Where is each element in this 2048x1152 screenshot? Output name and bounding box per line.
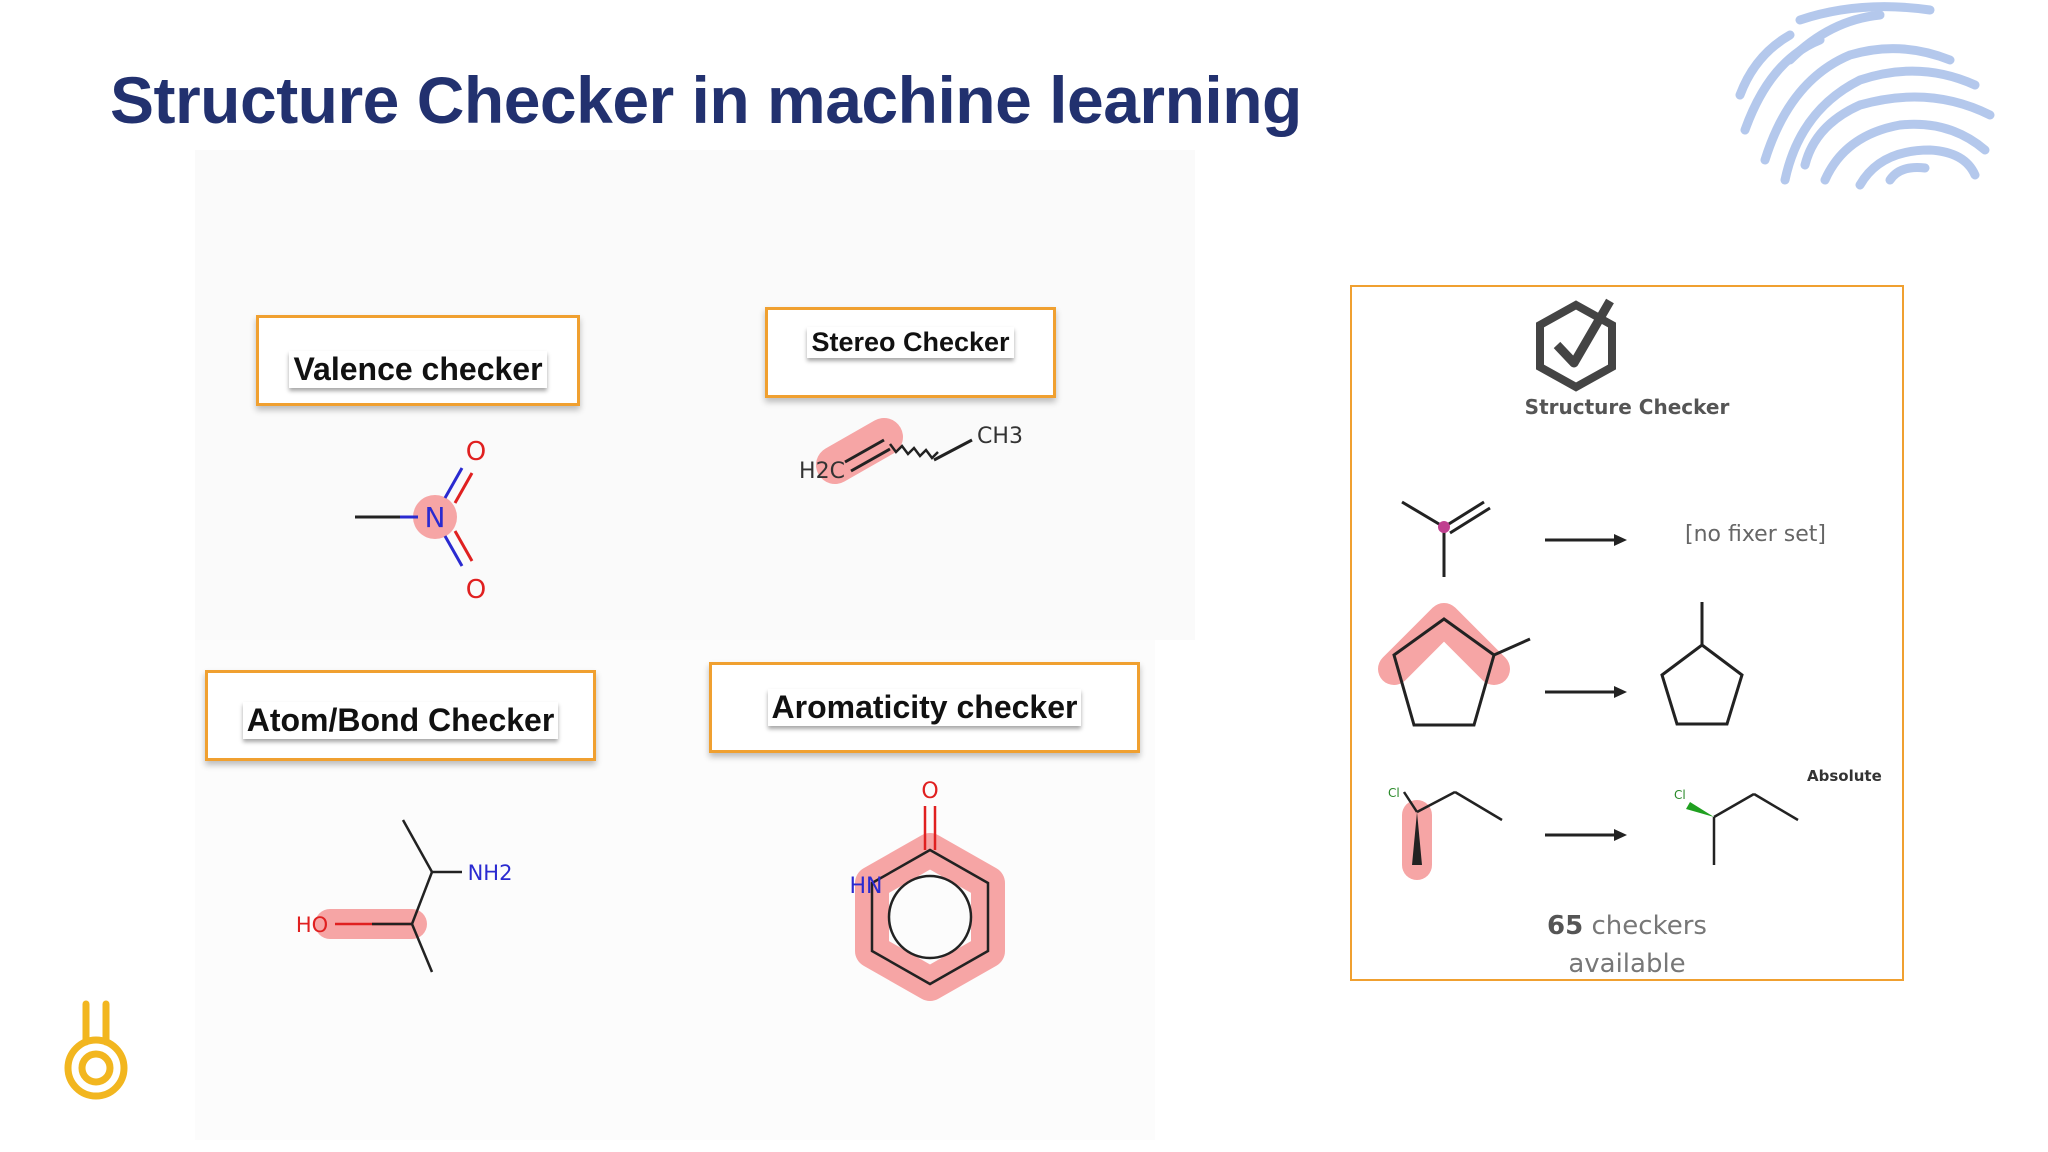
row2-reactant	[1378, 603, 1531, 727]
structure-checker-panel: Cl Cl Structure Checker [no fixer set] A…	[1350, 285, 1904, 981]
page-title: Structure Checker in machine learning	[110, 63, 1302, 137]
absolute-label: Absolute	[1807, 767, 1882, 785]
aromaticity-checker-label: Aromaticity checker	[767, 689, 1082, 726]
row3-product: Cl	[1674, 788, 1799, 865]
row2-arrow-icon	[1545, 686, 1627, 698]
checker-count: 65 checkers available	[1352, 907, 1902, 983]
stereo-checker-box: Stereo Checker	[765, 307, 1056, 398]
h2c-label: H2C	[799, 459, 845, 484]
checker-count-line2: available	[1568, 949, 1686, 979]
cl-label-product: Cl	[1674, 788, 1686, 802]
oxygen-atom-bottom: O	[466, 575, 486, 605]
panel-title: Structure Checker	[1524, 395, 1730, 419]
nitrogen-atom: N	[425, 501, 446, 534]
row3-arrow-icon	[1545, 829, 1627, 841]
row1-arrow-icon	[1545, 534, 1627, 546]
propene-molecule: H2C CH3	[799, 418, 1023, 484]
row2-product	[1660, 602, 1744, 726]
ch3-label: CH3	[977, 424, 1023, 449]
checkmark-badge-icon	[1536, 298, 1616, 392]
ho-label: HO	[296, 913, 328, 937]
oxygen-atom-aromatic: O	[921, 779, 938, 804]
row3-reactant: Cl	[1388, 786, 1503, 880]
valence-checker-label: Valence checker	[289, 351, 547, 388]
nh2-label: NH2	[468, 861, 513, 885]
oxygen-atom-top: O	[466, 437, 486, 467]
checker-count-number: 65	[1547, 911, 1584, 941]
panel-drawings: Cl Cl	[1378, 298, 1799, 880]
atom-bond-checker-box: Atom/Bond Checker	[205, 670, 596, 761]
no-fixer-label: [no fixer set]	[1685, 522, 1826, 547]
nitro-molecule: N O O	[355, 437, 486, 605]
stereo-checker-label: Stereo Checker	[807, 327, 1014, 358]
pyridinone-molecule: O HN	[850, 779, 1005, 1001]
lab-flask-logo	[64, 1000, 128, 1100]
valence-checker-box: Valence checker	[256, 315, 580, 406]
hn-label: HN	[850, 874, 883, 899]
aromaticity-checker-box: Aromaticity checker	[709, 662, 1140, 753]
checker-count-suffix: checkers	[1591, 911, 1707, 941]
amino-alcohol-molecule: NH2 HO	[296, 819, 513, 973]
cl-label-reactant: Cl	[1388, 786, 1400, 800]
atom-bond-checker-label: Atom/Bond Checker	[242, 702, 559, 739]
row1-reactant	[1401, 500, 1491, 577]
